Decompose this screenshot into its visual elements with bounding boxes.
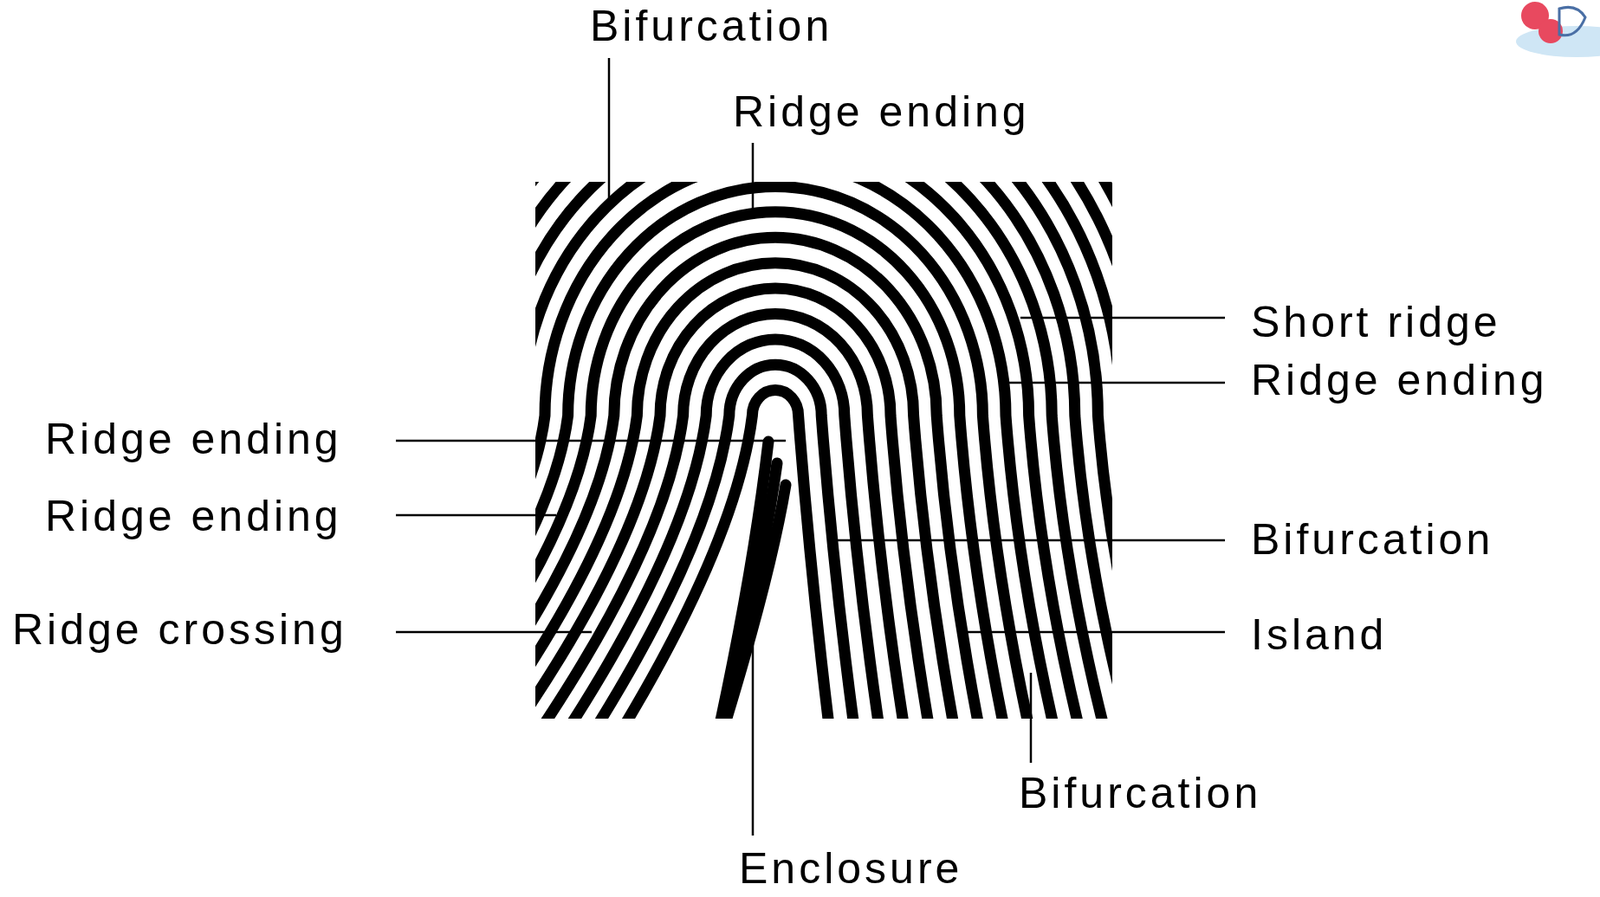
ridge-line xyxy=(535,181,1113,720)
ridge-line xyxy=(535,181,1113,720)
minutia-label: Ridge ending xyxy=(1250,358,1549,402)
minutia-label: Bifurcation xyxy=(1018,771,1262,816)
ridge-line xyxy=(535,181,1113,720)
minutia-label: Ridge ending xyxy=(45,494,343,538)
fingerprint-ridges xyxy=(535,181,1113,720)
ridge-line xyxy=(535,181,1113,720)
leader-lines xyxy=(395,58,1225,836)
minutia-label: Enclosure xyxy=(738,847,963,891)
minutia-label: Ridge ending xyxy=(45,417,343,461)
minutia-label: Bifurcation xyxy=(1250,518,1494,562)
ridge-line xyxy=(535,181,1113,720)
ridge-line xyxy=(535,181,1113,720)
ridge-line xyxy=(535,181,1113,720)
ridge-line xyxy=(707,485,786,720)
minutia-label: Island xyxy=(1250,613,1387,657)
ridge-line xyxy=(535,181,1113,720)
minutia-label: Ridge ending xyxy=(732,90,1030,134)
ridge-line xyxy=(535,181,1113,720)
ridge-line xyxy=(535,181,1113,720)
ridge-line xyxy=(535,181,1113,720)
ridge-line xyxy=(535,181,1113,720)
ridge-line xyxy=(535,181,1113,720)
logo xyxy=(1515,1,1600,58)
ridge-line xyxy=(535,181,1113,720)
minutia-label: Short ridge xyxy=(1250,300,1502,344)
minutia-label: Ridge crossing xyxy=(12,608,348,652)
ridge-line xyxy=(535,237,990,720)
ridge-line xyxy=(535,181,1113,720)
minutia-label: Bifurcation xyxy=(589,4,833,48)
ridge-line xyxy=(535,181,1113,720)
ridge-line xyxy=(535,181,1113,720)
